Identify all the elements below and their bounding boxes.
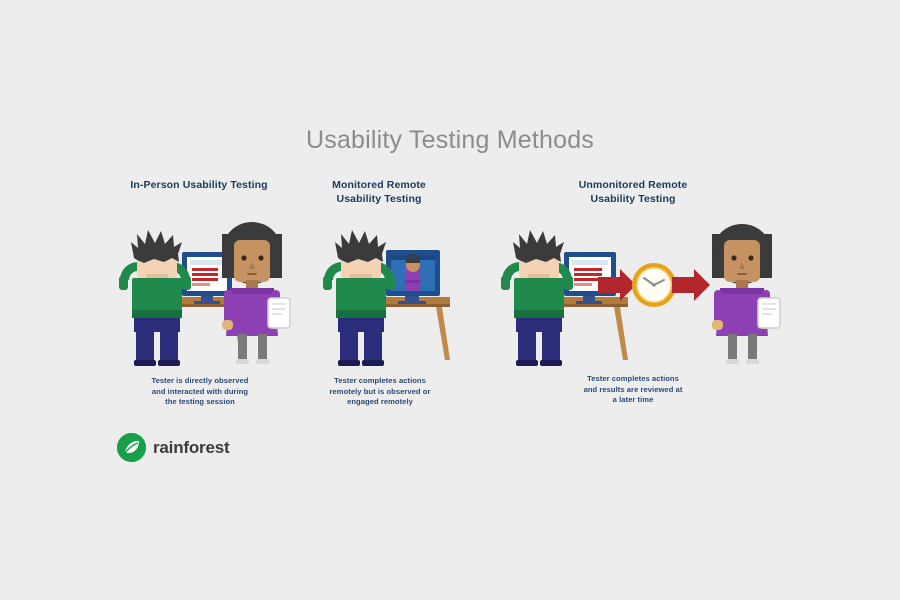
caption-line: Tester is directly observed (151, 376, 249, 385)
column-in-person: In-Person Usability Testing (108, 178, 290, 192)
arrow-right-icon (672, 269, 710, 301)
monitor-icon (182, 252, 232, 304)
caption-line: the testing session (165, 397, 235, 406)
tablet-icon (267, 297, 291, 329)
scene-unmonitored-remote (488, 218, 638, 370)
caption-line: a later time (612, 395, 654, 404)
heading-line: In-Person Usability Testing (130, 179, 268, 191)
figure-tester-seated (119, 230, 191, 366)
caption-line: Tester completes actions (334, 376, 426, 385)
caption-line: and results are reviewed at (583, 384, 683, 394)
caption-line: and interacted with during (151, 386, 249, 396)
heading-line: Unmonitored Remote (578, 179, 688, 191)
column-unmonitored-remote: Unmonitored Remote Usability Testing (553, 178, 713, 206)
figure-tester-seated (323, 230, 395, 366)
tablet-icon (757, 297, 781, 329)
rainforest-wordmark: rainforest (153, 437, 230, 457)
caption-line: engaged remotely (347, 397, 413, 406)
column-heading-monitored-remote: Monitored Remote Usability Testing (303, 178, 455, 206)
leaf-glyph (117, 433, 146, 462)
column-caption-unmonitored-remote: Tester completes actions and results are… (563, 374, 703, 406)
page-title: Usability Testing Methods (305, 126, 594, 154)
figure-tester-seated (501, 230, 573, 366)
clock-icon (632, 263, 676, 307)
column-caption-monitored-remote: Tester completes actions remotely but is… (310, 376, 450, 408)
caption-line: Tester completes actions (587, 374, 679, 383)
time-passes-indicator (598, 255, 710, 315)
scene-monitored-remote-illustration (323, 230, 450, 366)
rainforest-leaf-icon (117, 433, 146, 462)
monitor-icon (564, 252, 616, 304)
monitor-video-call-icon (386, 250, 440, 304)
clock-and-arrows-illustration (598, 263, 710, 307)
scene-monitored-remote (310, 218, 460, 370)
column-monitored-remote: Monitored Remote Usability Testing (303, 178, 455, 206)
researcher-illustration-1 (222, 222, 291, 364)
researcher-illustration-2 (712, 224, 781, 364)
scene-in-person-illustration (119, 230, 246, 366)
caption-line: remotely but is observed or (329, 386, 431, 396)
arrow-right-icon (598, 269, 636, 301)
heading-line: Monitored Remote (332, 179, 426, 191)
heading-line: Usability Testing (590, 193, 676, 205)
scene-unmonitored-tester-illustration (501, 230, 628, 366)
column-caption-in-person: Tester is directly observed and interact… (120, 376, 280, 408)
column-heading-unmonitored-remote: Unmonitored Remote Usability Testing (553, 178, 713, 206)
rainforest-logo: rainforest (117, 433, 230, 462)
figure-researcher-standing-1 (206, 222, 298, 366)
column-heading-in-person: In-Person Usability Testing (108, 178, 290, 192)
scene-in-person (104, 218, 296, 370)
figure-researcher-standing-2 (696, 222, 788, 366)
heading-line: Usability Testing (336, 193, 422, 205)
